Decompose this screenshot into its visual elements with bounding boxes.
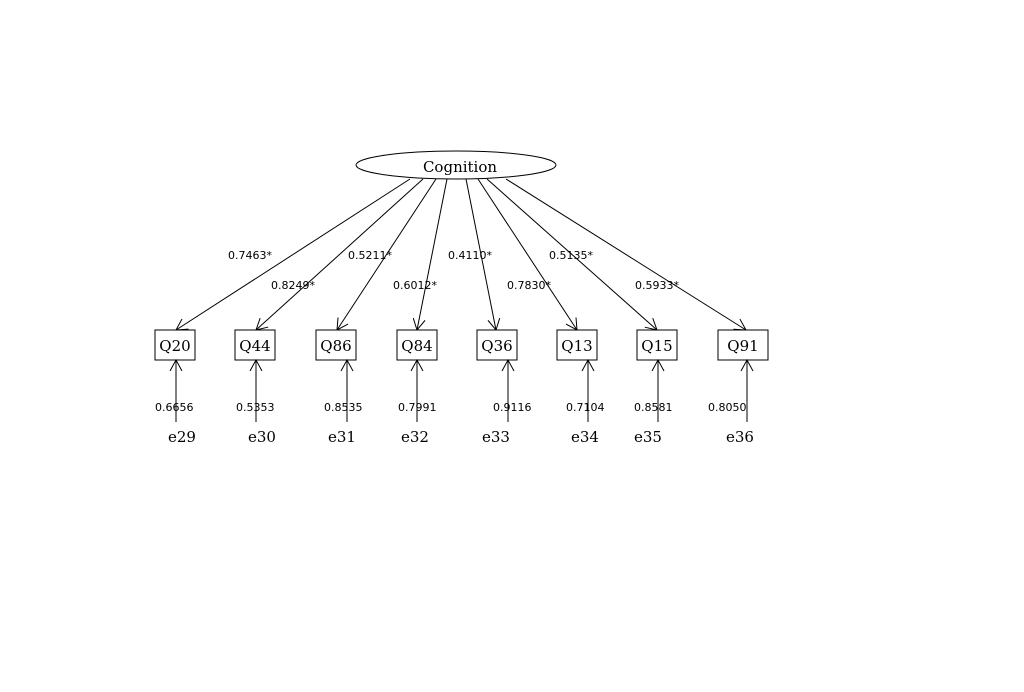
indicator-box: [396, 329, 438, 361]
loading-arrow: [477, 178, 578, 331]
error-term-label: e32: [401, 428, 429, 446]
error-variance: 0.7104: [566, 401, 605, 414]
error-term-label: e33: [482, 428, 510, 446]
indicator-label: Q13: [561, 337, 592, 355]
error-term-label: e35: [634, 428, 662, 446]
arrows-layer: 0.7463* 0.8249* 0.5211* 0.6012* 0.4110* 0.783…: [175, 178, 747, 332]
indicator-label: Q91: [727, 337, 758, 355]
indicator-node: Q13: [556, 329, 598, 361]
error-variance: 0.6656: [155, 401, 194, 414]
loading-coefficient: 0.4110*: [448, 249, 492, 262]
error-variance: 0.8050: [708, 401, 747, 414]
indicator-label: Q36: [481, 337, 512, 355]
error-arrowhead: [169, 358, 183, 372]
loading-coefficient: 0.7830*: [507, 279, 551, 292]
error-term-label: e30: [248, 428, 276, 446]
loading-coefficient: 0.7463*: [228, 249, 272, 262]
error-term-label: e36: [726, 428, 754, 446]
error-variance: 0.8581: [634, 401, 673, 414]
indicator-node: Q84: [396, 329, 438, 361]
error-variance: 0.9116: [493, 401, 532, 414]
loading-arrow: [175, 178, 411, 331]
loading-arrow: [486, 178, 658, 331]
indicator-label: Q86: [320, 337, 351, 355]
loading-arrow: [255, 178, 424, 331]
error-arrowhead: [501, 358, 515, 372]
error-term-label: e29: [168, 428, 196, 446]
error-arrowhead: [651, 358, 665, 372]
indicator-box: [476, 329, 518, 361]
error-arrowhead: [249, 358, 263, 372]
error-variance: 0.8535: [324, 401, 363, 414]
indicator-box: [154, 329, 196, 361]
indicator-node: Q36: [476, 329, 518, 361]
loading-coefficient: 0.5933*: [635, 279, 679, 292]
latent-ellipse: [355, 150, 557, 180]
indicator-box: [556, 329, 598, 361]
indicators-layer: Q20 0.6656 e29 Q44 0.5353 e30 Q86 0.8535 e31 Q84 0…: [154, 329, 769, 446]
error-term-label: e31: [328, 428, 356, 446]
loading-coefficient: 0.6012*: [393, 279, 437, 292]
latent-label: Cognition: [423, 158, 497, 176]
indicator-node: Q20: [154, 329, 196, 361]
loading-arrow: [505, 178, 747, 331]
error-arrowhead: [740, 358, 754, 372]
loading-coefficient: 0.5135*: [549, 249, 593, 262]
indicator-node: Q44: [234, 329, 276, 361]
loading-arrow: [465, 178, 497, 331]
indicator-node: Q91: [717, 329, 769, 361]
indicator-box: [234, 329, 276, 361]
loading-arrow: [336, 178, 437, 331]
indicator-label: Q15: [641, 337, 672, 355]
indicator-label: Q20: [159, 337, 190, 355]
error-arrowhead: [340, 358, 354, 372]
error-term-label: e34: [571, 428, 599, 446]
indicator-box: [717, 329, 769, 361]
error-arrowhead: [581, 358, 595, 372]
latent-node: Cognition: [355, 150, 557, 180]
indicator-node: Q86: [315, 329, 357, 361]
error-variance: 0.7991: [398, 401, 437, 414]
indicator-label: Q44: [239, 337, 270, 355]
loading-coefficient: 0.8249*: [271, 279, 315, 292]
indicator-node: Q15: [636, 329, 678, 361]
error-variance: 0.5353: [236, 401, 275, 414]
error-arrowhead: [410, 358, 424, 372]
loading-arrow: [416, 178, 448, 331]
indicator-box: [636, 329, 678, 361]
indicator-label: Q84: [401, 337, 432, 355]
indicator-box: [315, 329, 357, 361]
loading-coefficient: 0.5211*: [348, 249, 392, 262]
